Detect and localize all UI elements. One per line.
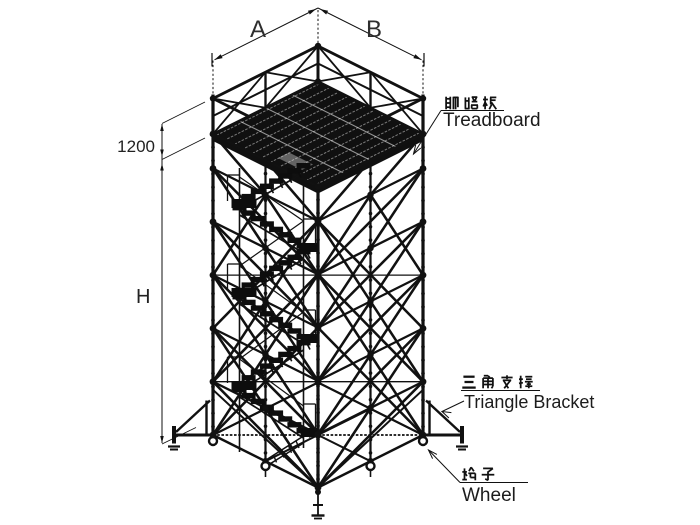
svg-text:Treadboard: Treadboard <box>443 110 541 131</box>
svg-text:1200: 1200 <box>117 137 155 156</box>
svg-text:Triangle Bracket: Triangle Bracket <box>464 392 594 412</box>
svg-text:Wheel: Wheel <box>462 485 516 506</box>
svg-text:A: A <box>250 16 266 43</box>
svg-text:H: H <box>136 286 150 308</box>
svg-text:B: B <box>366 16 382 43</box>
